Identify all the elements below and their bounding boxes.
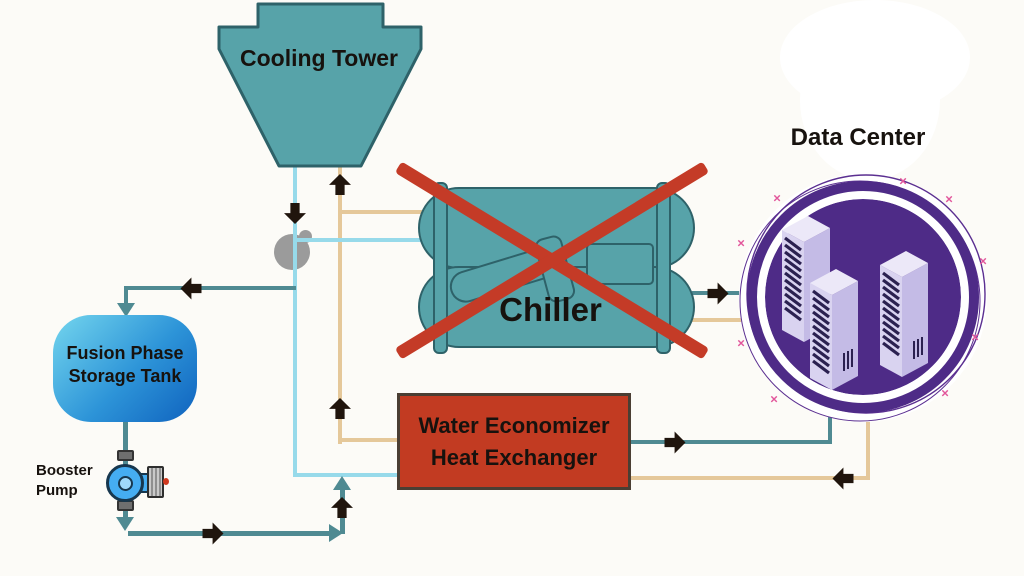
arrowhead-riser-icon	[333, 476, 351, 490]
pump-motor	[147, 466, 164, 498]
chiller-end-band-left	[433, 182, 448, 354]
pipe-econ-to-dc	[628, 440, 832, 444]
pipe-return-tower-vertical	[338, 162, 342, 444]
pipe-pump-bottom-run	[128, 531, 330, 536]
sparkle-x-icon: ×	[770, 391, 778, 407]
pipe-econ-to-dc-riser	[828, 400, 832, 444]
sparkle-x-icon: ×	[737, 335, 745, 351]
chiller-end-band-right	[656, 182, 671, 354]
storage-tank-label-line2: Storage Tank	[68, 366, 182, 387]
pipe-supply-to-econ	[293, 473, 403, 477]
pipe-return-econ-elbow	[340, 438, 402, 442]
flow-arrow-up-icon	[329, 174, 351, 195]
flow-arrow-right-icon	[203, 523, 224, 545]
sparkle-x-icon: ×	[971, 329, 979, 345]
pipe-to-tank-drop	[124, 286, 128, 306]
server-tower-right	[880, 251, 928, 377]
flow-arrow-right-icon	[665, 432, 686, 454]
pipe-supply-to-chiller	[295, 238, 425, 242]
storage-tank-shape	[53, 315, 197, 422]
storage-tank-label-line1: Fusion Phase	[66, 343, 184, 363]
server-tower-center	[810, 269, 858, 390]
flow-arrow-left-icon	[833, 468, 854, 490]
heat-exchanger-box: Water Economizer Heat Exchanger	[397, 393, 631, 490]
pipe-return-chiller-branch	[340, 210, 425, 214]
data-center-badge	[739, 174, 987, 422]
sparkle-x-icon: ×	[737, 235, 745, 251]
sparkle-x-icon: ×	[945, 191, 953, 207]
pump-flange-top	[117, 450, 134, 461]
flow-arrow-up-icon	[331, 497, 353, 518]
heat-exchanger-label-line1: Water Economizer	[418, 413, 610, 439]
pipe-chiller-to-dc	[692, 291, 772, 295]
pipe-to-tank-horizontal	[126, 286, 296, 290]
booster-pump-label: Booster Pump	[36, 461, 93, 502]
flow-arrow-down-icon	[284, 203, 306, 224]
pipe-return-dc-to-chiller	[690, 318, 770, 322]
flow-arrow-left-icon	[181, 278, 202, 300]
flow-arrow-up-icon	[329, 398, 351, 419]
cooling-tower-shape	[217, 2, 423, 168]
pump-inner-hub	[118, 476, 133, 491]
pipe-supply-tower-vertical	[293, 162, 297, 477]
booster-pump-label-line1: Booster	[36, 462, 93, 479]
sparkle-x-icon: ×	[773, 190, 781, 206]
flow-arrow-right-icon	[708, 283, 729, 305]
pipe-return-dc-to-econ	[628, 476, 870, 480]
pump-indicator-dot	[163, 478, 169, 485]
sparkle-x-icon: ×	[941, 385, 949, 401]
chiller-label: Chiller	[499, 291, 602, 328]
heat-exchanger-label-line2: Heat Exchanger	[430, 444, 598, 470]
booster-pump-label-line2: Pump	[36, 482, 78, 500]
pipe-return-dc-vertical	[866, 398, 870, 478]
cloud-shape	[800, 20, 940, 180]
arrowhead-below-pump-icon	[116, 517, 134, 531]
sparkle-x-icon: ×	[979, 253, 987, 269]
storage-tank-label: Fusion Phase Storage Tank	[57, 342, 193, 389]
arrowhead-into-tank-icon	[117, 303, 135, 317]
data-center-label: Data Center	[790, 124, 926, 151]
cooling-tower-label: Cooling Tower	[239, 45, 398, 71]
chiller-control-box	[586, 243, 654, 285]
arrowhead-bottom-run-icon	[329, 524, 343, 542]
sparkle-x-icon: ×	[899, 173, 907, 189]
